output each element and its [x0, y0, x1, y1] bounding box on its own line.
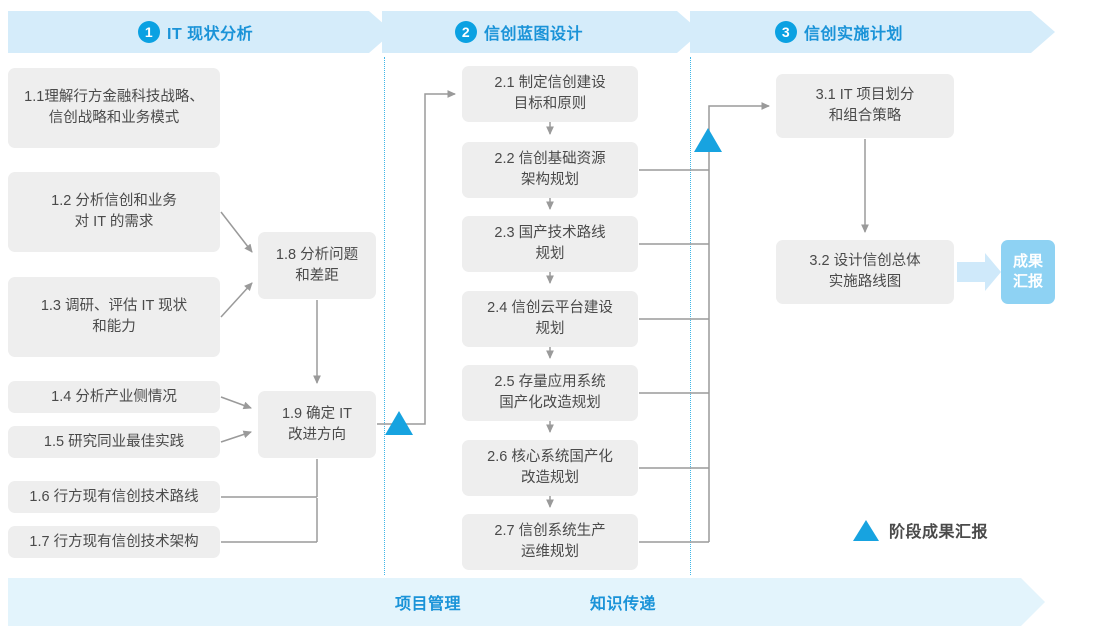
task-text-2-7: 2.7 信创系统生产运维规划 — [494, 523, 606, 560]
phase-divider-2 — [690, 57, 691, 575]
phase-title-3: 信创实施计划 — [804, 26, 904, 43]
result-badge-text: 成果汇报 — [1012, 252, 1043, 290]
task-text-2-3: 2.3 国产技术路线规划 — [494, 225, 606, 262]
result-arrow — [957, 253, 1001, 291]
task-text-1-2: 1.2 分析信创和业务对 IT 的需求 — [51, 193, 177, 230]
phase-header-3: 3 信创实施计划 — [775, 11, 903, 53]
task-box-2-1[interactable]: 2.1 制定信创建设目标和原则 — [462, 66, 638, 122]
footer-item-project-management: 项目管理 — [395, 578, 461, 626]
task-box-2-2[interactable]: 2.2 信创基础资源架构规划 — [462, 142, 638, 198]
legend: 阶段成果汇报 — [853, 518, 988, 542]
task-box-3-2[interactable]: 3.2 设计信创总体实施路线图 — [776, 240, 954, 304]
task-box-1-8[interactable]: 1.8 分析问题和差距 — [258, 232, 376, 299]
legend-label: 阶段成果汇报 — [889, 524, 989, 541]
phase-title-1: IT 现状分析 — [167, 26, 254, 43]
task-box-1-7[interactable]: 1.7 行方现有信创技术架构 — [8, 526, 220, 558]
task-box-3-1[interactable]: 3.1 IT 项目划分和组合策略 — [776, 74, 954, 138]
milestone-triangle-icon-2 — [694, 128, 722, 152]
task-text-1-5: 1.5 研究同业最佳实践 — [43, 433, 185, 450]
task-box-1-4[interactable]: 1.4 分析产业侧情况 — [8, 381, 220, 413]
task-box-2-6[interactable]: 2.6 核心系统国产化改造规划 — [462, 440, 638, 496]
task-box-1-2[interactable]: 1.2 分析信创和业务对 IT 的需求 — [8, 172, 220, 252]
task-box-2-3[interactable]: 2.3 国产技术路线规划 — [462, 216, 638, 272]
phase-header-2: 2 信创蓝图设计 — [455, 11, 583, 53]
milestone-triangle-icon — [853, 519, 879, 541]
phase-title-2: 信创蓝图设计 — [484, 26, 584, 43]
task-box-2-4[interactable]: 2.4 信创云平台建设规划 — [462, 291, 638, 347]
task-text-1-8: 1.8 分析问题和差距 — [275, 246, 359, 284]
task-box-2-5[interactable]: 2.5 存量应用系统国产化改造规划 — [462, 365, 638, 421]
task-box-1-1[interactable]: 1.1理解行方金融科技战略、信创战略和业务模式 — [8, 68, 220, 148]
task-text-2-5: 2.5 存量应用系统国产化改造规划 — [494, 374, 606, 411]
footer-label-2: 知识传递 — [590, 596, 657, 613]
task-box-2-7[interactable]: 2.7 信创系统生产运维规划 — [462, 514, 638, 570]
result-badge[interactable]: 成果汇报 — [1001, 240, 1055, 304]
task-text-1-7: 1.7 行方现有信创技术架构 — [29, 533, 199, 550]
footer-banner — [8, 578, 1045, 626]
task-box-1-5[interactable]: 1.5 研究同业最佳实践 — [8, 426, 220, 458]
phase-number-3: 3 — [775, 21, 797, 43]
task-box-1-6[interactable]: 1.6 行方现有信创技术路线 — [8, 481, 220, 513]
task-text-1-3: 1.3 调研、评估 IT 现状和能力 — [40, 298, 188, 335]
phase-divider-1 — [384, 57, 385, 575]
task-text-3-1: 3.1 IT 项目划分和组合策略 — [815, 87, 915, 124]
task-text-2-6: 2.6 核心系统国产化改造规划 — [487, 449, 613, 486]
task-text-1-1: 1.1理解行方金融科技战略、信创战略和业务模式 — [24, 89, 204, 126]
task-text-2-1: 2.1 制定信创建设目标和原则 — [494, 75, 606, 112]
footer-item-knowledge-transfer: 知识传递 — [590, 578, 656, 626]
phase-number-1: 1 — [138, 21, 160, 43]
task-text-2-2: 2.2 信创基础资源架构规划 — [494, 151, 606, 188]
milestone-triangle-icon-1 — [385, 411, 413, 435]
task-text-1-6: 1.6 行方现有信创技术路线 — [29, 488, 199, 505]
footer-label-1: 项目管理 — [395, 596, 462, 613]
task-text-1-4: 1.4 分析产业侧情况 — [51, 388, 177, 405]
phase-number-2: 2 — [455, 21, 477, 43]
task-text-2-4: 2.4 信创云平台建设规划 — [487, 300, 613, 337]
task-text-3-2: 3.2 设计信创总体实施路线图 — [809, 253, 921, 290]
phase-header-1: 1 IT 现状分析 — [138, 11, 253, 53]
task-box-1-3[interactable]: 1.3 调研、评估 IT 现状和能力 — [8, 277, 220, 357]
